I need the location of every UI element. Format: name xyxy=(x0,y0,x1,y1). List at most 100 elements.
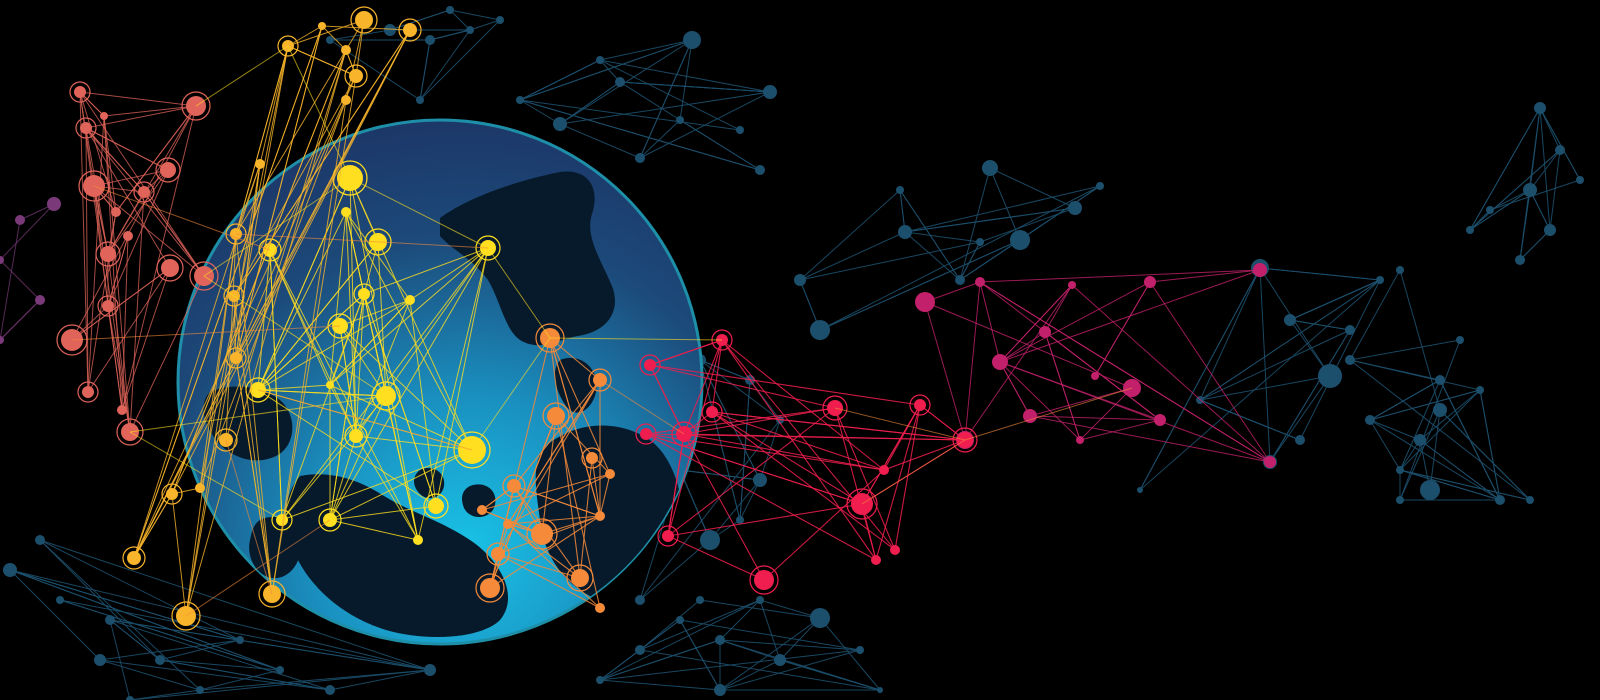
orange-cluster-link xyxy=(497,553,581,579)
magenta-cluster-link xyxy=(1094,281,1151,377)
teal-cluster-link xyxy=(1019,185,1101,241)
amber-cluster-node-ring xyxy=(122,546,146,570)
orange-cluster-link xyxy=(507,473,611,525)
red-cluster-link xyxy=(649,339,723,366)
amber-cluster-link xyxy=(287,25,323,47)
yellow-cluster-node-ring xyxy=(423,493,449,519)
teal-cluster-link xyxy=(519,59,601,101)
salmon-cluster-node-ring xyxy=(69,81,91,103)
teal-cluster-node xyxy=(1466,226,1474,234)
cross-link xyxy=(225,439,273,595)
teal-cluster-link xyxy=(519,99,741,131)
teal-cluster-link xyxy=(129,669,431,700)
teal-cluster-node xyxy=(1515,255,1525,265)
magenta-cluster-link xyxy=(1044,331,1081,441)
teal-cluster-node xyxy=(105,615,115,625)
teal-cluster-link xyxy=(759,599,821,619)
red-cluster-link xyxy=(649,364,685,435)
teal-cluster-link xyxy=(99,659,201,691)
warm-network xyxy=(0,6,1276,631)
red-cluster-link xyxy=(645,433,877,561)
teal-cluster-node xyxy=(1318,364,1342,388)
cross-link xyxy=(861,439,966,505)
yellow-cluster-node xyxy=(349,429,363,443)
violet-cluster-node xyxy=(47,197,61,211)
teal-cluster-link xyxy=(1259,267,1381,281)
teal-cluster xyxy=(326,6,504,104)
teal-cluster-node xyxy=(696,596,704,604)
teal-cluster-link xyxy=(799,189,901,281)
orange-cluster-link xyxy=(541,415,557,535)
amber-cluster-link xyxy=(235,233,273,595)
teal-cluster-node xyxy=(810,608,830,628)
teal-cluster-link xyxy=(1139,279,1381,491)
teal-cluster-link xyxy=(899,189,906,233)
salmon-cluster-node-ring xyxy=(95,241,121,267)
yellow-cluster-link xyxy=(409,299,437,507)
teal-cluster-link xyxy=(639,649,881,691)
teal-cluster-node xyxy=(676,116,684,124)
orange-cluster-link xyxy=(513,379,601,487)
salmon-cluster-node-ring xyxy=(77,381,99,403)
red-cluster-link xyxy=(721,339,885,471)
salmon-cluster-link xyxy=(107,253,131,433)
red-cluster-link xyxy=(834,407,877,561)
teal-cluster xyxy=(1137,259,1384,493)
teal-cluster-link xyxy=(1199,279,1381,401)
teal-cluster-node xyxy=(955,275,965,285)
red-cluster-link xyxy=(649,364,921,406)
magenta-cluster-node xyxy=(1253,263,1267,277)
red-cluster-node xyxy=(644,359,656,371)
teal-cluster-link xyxy=(1439,409,1531,501)
teal-cluster-link xyxy=(1259,267,1271,463)
teal-cluster-link xyxy=(699,359,751,381)
orange-cluster xyxy=(475,323,615,613)
violet-cluster-link xyxy=(0,219,21,341)
amber-cluster-node-ring xyxy=(350,6,378,34)
teal-cluster-link xyxy=(989,167,1076,209)
teal-cluster-link xyxy=(599,649,641,681)
salmon-cluster-link xyxy=(93,185,205,277)
teal-cluster xyxy=(3,535,436,700)
teal-cluster-node xyxy=(1414,434,1426,446)
red-cluster-link xyxy=(667,407,836,537)
cross-link xyxy=(185,519,331,617)
teal-cluster-link xyxy=(99,639,241,661)
salmon-cluster-link xyxy=(103,115,131,433)
teal-cluster-node xyxy=(425,35,435,45)
red-cluster-link xyxy=(763,469,885,581)
teal-cluster-link xyxy=(1349,359,1441,381)
teal-cluster-link xyxy=(1539,107,1581,181)
magenta-cluster-node xyxy=(1091,372,1099,380)
teal-cluster-node xyxy=(1433,403,1447,417)
teal-cluster-link xyxy=(1469,149,1561,231)
teal-cluster-link xyxy=(799,241,981,281)
salmon-cluster-node-ring xyxy=(97,295,119,317)
teal-cluster-link xyxy=(1439,379,1501,501)
teal-cluster-link xyxy=(1369,419,1401,471)
yellow-cluster-link xyxy=(329,247,489,521)
teal-cluster-link xyxy=(1399,269,1441,411)
red-cluster-link xyxy=(683,433,765,581)
teal-cluster-link xyxy=(159,639,241,661)
red-cluster-link xyxy=(667,535,765,581)
teal-cluster-link xyxy=(639,419,781,601)
yellow-cluster-node xyxy=(405,295,415,305)
teal-cluster-link xyxy=(679,469,711,541)
salmon-cluster-node xyxy=(74,86,86,98)
red-cluster-node-ring xyxy=(909,394,931,416)
teal-cluster-link xyxy=(904,231,961,281)
teal-cluster-node xyxy=(236,636,244,644)
orange-cluster-node-ring xyxy=(502,474,526,498)
orange-cluster-node xyxy=(547,407,565,425)
teal-cluster-link xyxy=(1199,267,1261,401)
teal-cluster-node xyxy=(1534,102,1546,114)
teal-cluster-node xyxy=(1284,314,1296,326)
salmon-cluster-link xyxy=(85,105,197,129)
teal-cluster-node xyxy=(1476,386,1484,394)
salmon-cluster-node-ring xyxy=(116,418,144,446)
yellow-cluster-node xyxy=(326,381,334,389)
orange-cluster-link xyxy=(507,523,601,609)
salmon-cluster-node-ring xyxy=(155,157,181,183)
violet-cluster-link xyxy=(0,203,55,261)
